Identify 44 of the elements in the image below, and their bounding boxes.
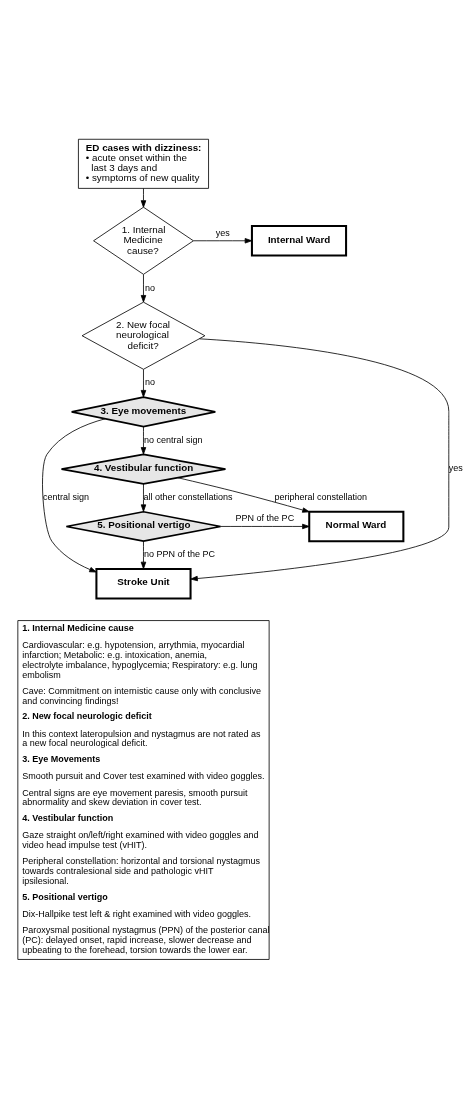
node-diamond: 1. Internal Medicine cause? [93,206,194,275]
edge-label: no central sign [144,434,203,445]
arrow [42,418,106,573]
label: 2. New focal neurologic deficit [22,711,152,722]
label: 1. Internal Medicine cause [22,623,134,634]
node-box: Normal Ward [308,510,405,543]
edge-label: all other constellations [143,492,233,503]
edge-label: central sign [43,492,90,503]
arrow [177,477,310,513]
node-box: ED cases with dizziness: • acute onset within the last 3 days and • symptoms of new quality [78,138,209,189]
node-diamond: 2. New focal neurological deficit? [81,301,206,370]
edge-label: PPN of the PC [235,513,295,524]
edge-label: peripheral constellation [274,492,367,503]
label: Dix-Hallpike test left & right examined with video goggles. [22,908,251,919]
label: Central signs are eye movement paresis, smooth pursuit abnormality and skew deviation in cover test. [22,787,248,808]
label: Gaze straight on/left/right examined with video goggles and video head impulse test (vHIT). [22,830,259,850]
arrow [140,426,147,455]
label: 4. Vestibular function [22,812,114,823]
node-box: Stroke Unit [95,568,192,600]
label: Paroxysmal positional nystagmus (PPN) of the posterior canal (PC): delayed onset, rapid increase, slower decrease and upbeating to the forehead, torsion towards the lower ear. [22,925,270,955]
arrow [220,523,310,530]
label: Smooth pursuit and Cover test examined with video goggles. [22,771,265,782]
edge-label: yes [215,227,230,238]
node-diamond: 5. Positional vertigo [65,510,222,542]
edge-label: no [145,282,156,293]
edge-label: no PPN of the PC [143,549,216,560]
label: 5. Positional vertigo [22,891,108,902]
label: Cave: Commitment on internistic cause only with conclusive and convincing findings! [22,686,261,706]
node-box: Internal Ward [250,225,348,257]
node-diamond: 4. Vestibular function [60,453,227,485]
arrow [140,483,147,512]
arrow [140,369,147,398]
label: Cardiovascular: e.g. hypotension, arrythmia, myocardial infarction; Metabolic: e.g. intoxication, anemia, electrolyte imbalance, hypoglycemia; Respiratory: e.g. lung embolism [22,640,258,680]
arrow [193,238,253,244]
arrow [140,188,147,208]
label: Peripheral constellation: horizontal and torsional nystagmus towards contralesional side and pathologic vHIT ipsilesional. [22,856,260,886]
arrow [140,274,147,303]
label: 3. Eye Movements [22,754,101,765]
edge-label: yes [448,463,463,474]
node-diamond: 3. Eye movements [70,396,217,428]
arrow [140,540,147,570]
arrow [190,338,450,582]
edge-label: no [145,377,156,388]
label: In this context lateropulsion and nystagmus are not rated as a new focal neurological deficit. [22,728,261,749]
